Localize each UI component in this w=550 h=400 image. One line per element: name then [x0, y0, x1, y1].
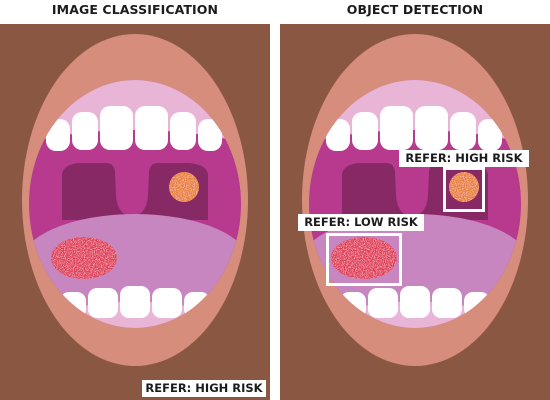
low-risk-detection-label: REFER: LOW RISK	[298, 214, 424, 231]
object-detection-title: OBJECT DETECTION	[346, 2, 484, 17]
image-classification-panel	[0, 24, 270, 400]
high-risk-detection-label: REFER: HIGH RISK	[399, 150, 529, 167]
uvula-arch	[62, 163, 208, 220]
image-classification-title: IMAGE CLASSIFICATION	[51, 2, 219, 17]
red-lesion	[331, 237, 397, 279]
low-risk-bounding-box	[326, 233, 402, 286]
object-detection-panel	[280, 24, 550, 400]
upper-teeth	[326, 106, 502, 151]
red-lesion	[51, 237, 117, 279]
orange-lesion	[169, 172, 199, 202]
uvula-arch	[342, 163, 488, 220]
orange-lesion	[449, 172, 479, 202]
upper-teeth	[46, 106, 222, 151]
high-risk-bounding-box	[443, 167, 485, 212]
classification-result-label: REFER: HIGH RISK	[142, 380, 266, 397]
